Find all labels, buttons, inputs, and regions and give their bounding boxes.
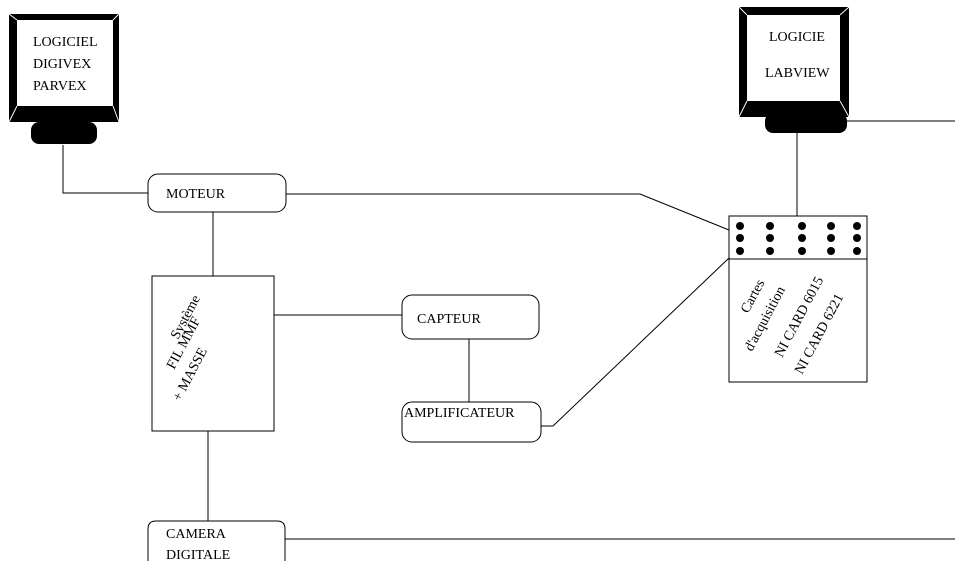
moteur-label: MOTEUR xyxy=(166,187,226,202)
acquisition-pin xyxy=(736,222,744,230)
acquisition-pin xyxy=(827,247,835,255)
camera-box: CAMERA DIGITALE xyxy=(147,520,286,563)
line-monitor-left-to-moteur xyxy=(62,145,148,194)
monitor-left-line-1: LOGICIEL xyxy=(33,35,98,50)
acquisition-pin xyxy=(798,247,806,255)
acquisition-pin xyxy=(798,234,806,242)
monitor-right-screen xyxy=(747,15,840,101)
moteur-box: MOTEUR xyxy=(147,173,287,213)
monitor-right-stand xyxy=(765,113,847,133)
monitor-left: LOGICIEL DIGIVEX PARVEX xyxy=(8,13,120,144)
monitor-left-line-3: PARVEX xyxy=(33,79,87,94)
acquisition-pin xyxy=(766,222,774,230)
acquisition-pin xyxy=(853,234,861,242)
monitor-left-screen xyxy=(17,20,113,106)
monitor-right-line-2: LABVIEW xyxy=(765,66,830,81)
camera-line-1: CAMERA xyxy=(166,527,227,542)
acquisition-pin xyxy=(853,247,861,255)
acquisition-pins xyxy=(736,222,861,255)
connector-lines xyxy=(62,120,955,540)
line-amplificateur-to-acquisition xyxy=(541,257,730,427)
acquisition-pin xyxy=(798,222,806,230)
capteur-box: CAPTEUR xyxy=(401,294,540,340)
monitor-left-stand xyxy=(31,122,97,144)
monitor-left-line-2: DIGIVEX xyxy=(33,57,91,72)
acquisition-pin xyxy=(766,234,774,242)
acquisition-pin xyxy=(736,247,744,255)
acquisition-pin xyxy=(736,234,744,242)
camera-line-2: DIGITALE xyxy=(166,548,230,561)
amplificateur-box: AMPLIFICATEUR xyxy=(401,401,542,443)
monitor-right-line-1: LOGICIE xyxy=(769,30,825,45)
acquisition-pin xyxy=(853,222,861,230)
acquisition-card: Cartes d'acquisition NI CARD 6015 NI CAR… xyxy=(728,215,868,383)
acquisition-pin xyxy=(827,222,835,230)
line-moteur-to-acquisition xyxy=(286,193,730,231)
capteur-label: CAPTEUR xyxy=(417,312,481,327)
amplificateur-label: AMPLIFICATEUR xyxy=(404,406,515,421)
systeme-box: Système FIL MMF + MASSE xyxy=(151,275,275,432)
monitor-right: LOGICIE LABVIEW xyxy=(738,6,850,133)
acquisition-pin xyxy=(827,234,835,242)
acquisition-pin xyxy=(766,247,774,255)
